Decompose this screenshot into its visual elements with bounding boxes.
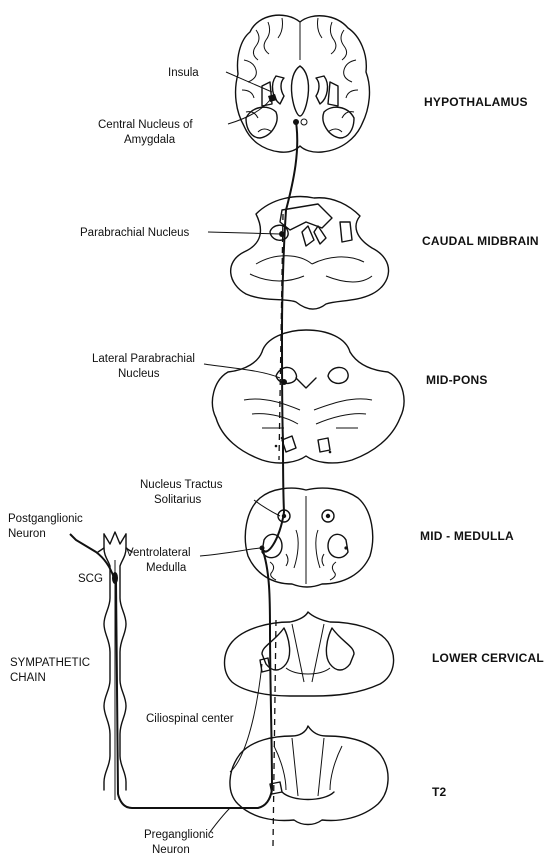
label-postganglionic-neuron-line2: Neuron [8, 528, 46, 540]
level-labels: HYPOTHALAMUS CAUDAL MIDBRAIN MID-PONS MI… [420, 95, 544, 799]
label-nucleus-tractus-solitarius-line1: Nucleus Tractus [140, 479, 223, 491]
medulla-section [245, 488, 372, 587]
label-postganglionic-neuron-line1: Postganglionic [8, 513, 83, 525]
level-hypothalamus: HYPOTHALAMUS [424, 95, 528, 109]
cervical-spinal-section [225, 612, 394, 696]
label-nucleus-tractus-solitarius-line2: Solitarius [154, 494, 202, 506]
label-preganglionic-neuron-line2: Neuron [152, 844, 190, 856]
pons-section [212, 330, 404, 463]
label-lateral-parabrachial-line1: Lateral Parabrachial [92, 353, 195, 365]
label-central-nucleus-amygdala-line2: Amygdala [124, 134, 176, 146]
level-caudal-midbrain: CAUDAL MIDBRAIN [422, 234, 539, 248]
label-scg: SCG [78, 573, 103, 585]
label-sympathetic-chain-line2: CHAIN [10, 672, 46, 684]
coronal-brain-section [236, 15, 370, 152]
label-lateral-parabrachial-line2: Nucleus [118, 368, 160, 380]
level-mid-medulla: MID - MEDULLA [420, 529, 514, 543]
level-mid-pons: MID-PONS [426, 373, 488, 387]
label-preganglionic-neuron-line1: Preganglionic [144, 829, 214, 841]
midbrain-section [231, 197, 389, 310]
t2-spinal-section [230, 726, 388, 825]
label-central-nucleus-amygdala-line1: Central Nucleus of [98, 119, 193, 131]
label-insula: Insula [168, 67, 199, 79]
label-parabrachial-nucleus: Parabrachial Nucleus [80, 227, 190, 239]
structure-labels: Insula Central Nucleus of Amygdala Parab… [8, 67, 234, 856]
label-ventrolateral-medulla-line2: Medulla [146, 562, 187, 574]
label-ventrolateral-medulla-line1: Ventrolateral [126, 547, 191, 559]
label-ciliospinal-center: Ciliospinal center [146, 713, 234, 725]
label-sympathetic-chain-line1: SYMPATHETIC [10, 657, 90, 669]
level-lower-cervical: LOWER CERVICAL [432, 651, 544, 665]
level-t2: T2 [432, 785, 447, 799]
